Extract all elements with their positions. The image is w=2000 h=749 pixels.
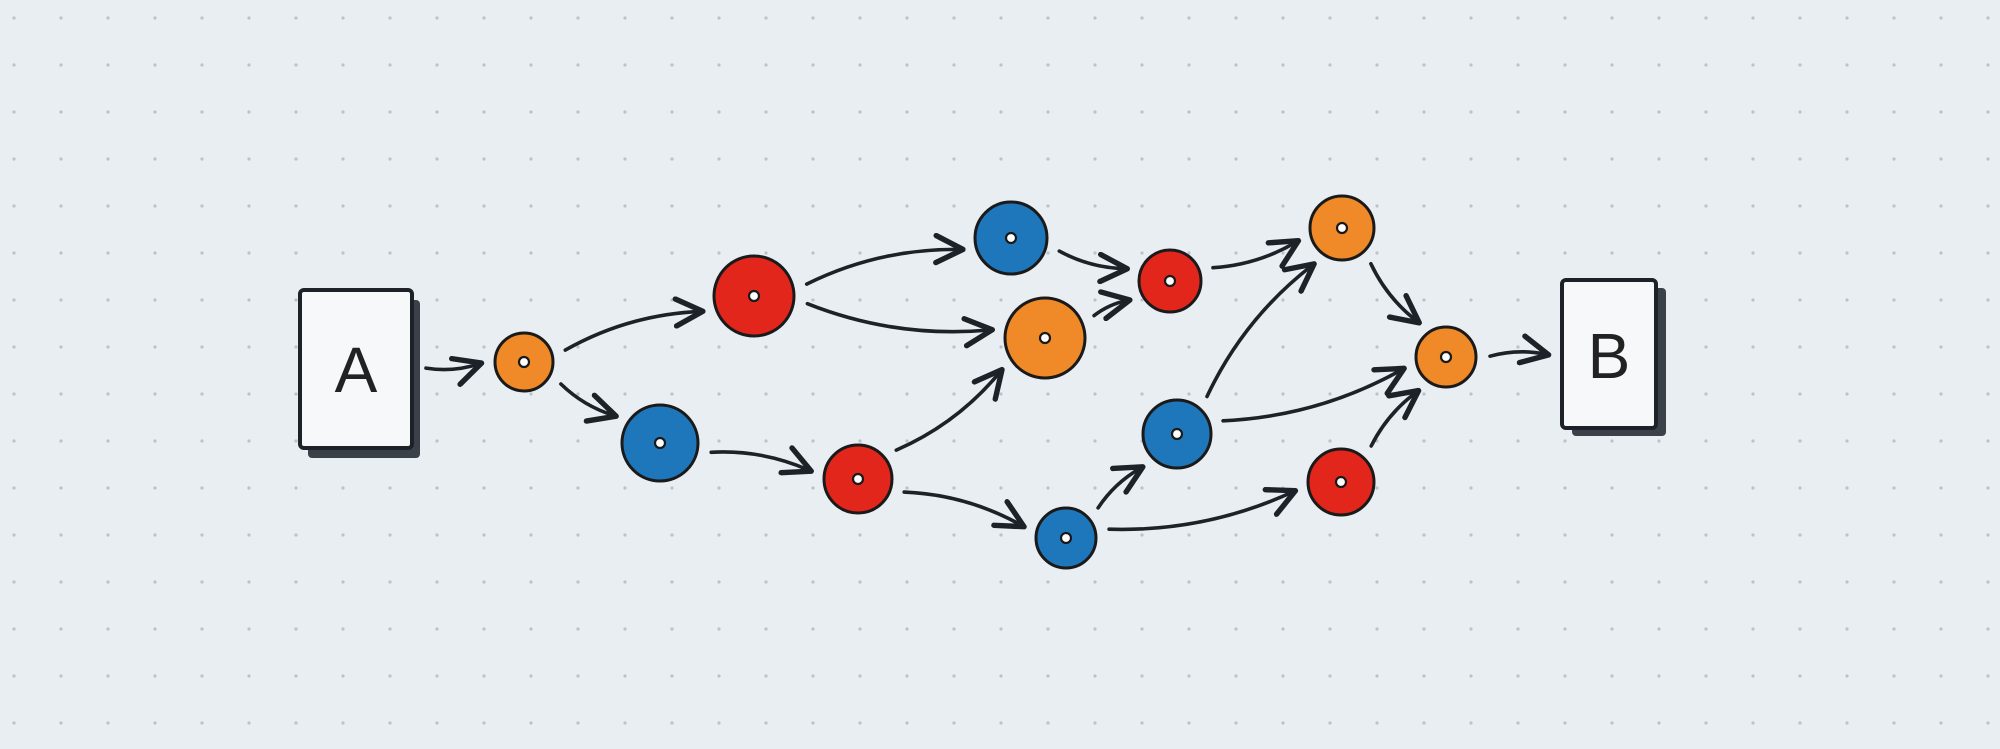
node-n1-orange: [493, 331, 555, 393]
start-box-label: A: [335, 334, 378, 406]
edge-n6-to-n5: [894, 366, 1005, 452]
node-center-dot: [1059, 531, 1073, 545]
node-center-dot: [517, 355, 531, 369]
edge-A-to-n1: [424, 355, 485, 387]
node-n9-orange: [1308, 194, 1376, 262]
node-center-dot: [653, 436, 667, 450]
node-n5-orange: [1003, 296, 1087, 380]
edge-layer: [424, 232, 1552, 532]
node-n8-blue: [1034, 506, 1098, 570]
edge-n10-to-n9: [1205, 261, 1317, 399]
edge-n2-to-n5: [805, 301, 995, 349]
node-n12-orange: [1414, 325, 1478, 389]
node-center-dot: [1004, 231, 1018, 245]
node-center-dot: [851, 472, 865, 486]
node-center-dot: [1334, 475, 1348, 489]
node-center-dot: [1335, 221, 1349, 235]
start-box: A: [298, 288, 420, 458]
node-center-dot: [1163, 274, 1177, 288]
end-box-label: B: [1588, 320, 1631, 392]
edge-n12-to-B: [1488, 333, 1552, 366]
edge-n2-to-n4: [804, 232, 966, 286]
node-n11-red: [1306, 447, 1376, 517]
edge-n9-to-n12: [1369, 262, 1422, 326]
node-n6-red: [822, 443, 894, 515]
edge-n8-to-n10: [1096, 464, 1146, 510]
edge-n5-to-n7: [1092, 289, 1133, 322]
edge-n1-to-n3: [559, 382, 619, 424]
node-center-dot: [1170, 427, 1184, 441]
end-box: B: [1560, 278, 1666, 436]
node-center-dot: [1439, 350, 1453, 364]
edge-n4-to-n7: [1057, 249, 1130, 285]
edge-n8-to-n11: [1107, 486, 1299, 532]
node-n4-blue: [973, 200, 1049, 276]
node-n2-red: [712, 254, 796, 338]
node-n10-blue: [1141, 398, 1213, 470]
node-n3-blue: [620, 403, 700, 483]
node-n7-red: [1137, 248, 1203, 314]
edge-n10-to-n12: [1221, 365, 1407, 423]
node-center-dot: [747, 289, 761, 303]
node-layer: [493, 194, 1478, 570]
edge-n1-to-n2: [563, 296, 706, 352]
edge-n11-to-n12: [1369, 387, 1422, 448]
end-box-frame: [1560, 278, 1658, 430]
start-box-frame: [298, 288, 414, 450]
edge-n7-to-n9: [1211, 238, 1302, 270]
paper-dot-grid: [12, 16, 1990, 725]
edge-n3-to-n6: [709, 445, 814, 476]
node-center-dot: [1038, 331, 1052, 345]
edge-n6-to-n8: [902, 490, 1027, 530]
